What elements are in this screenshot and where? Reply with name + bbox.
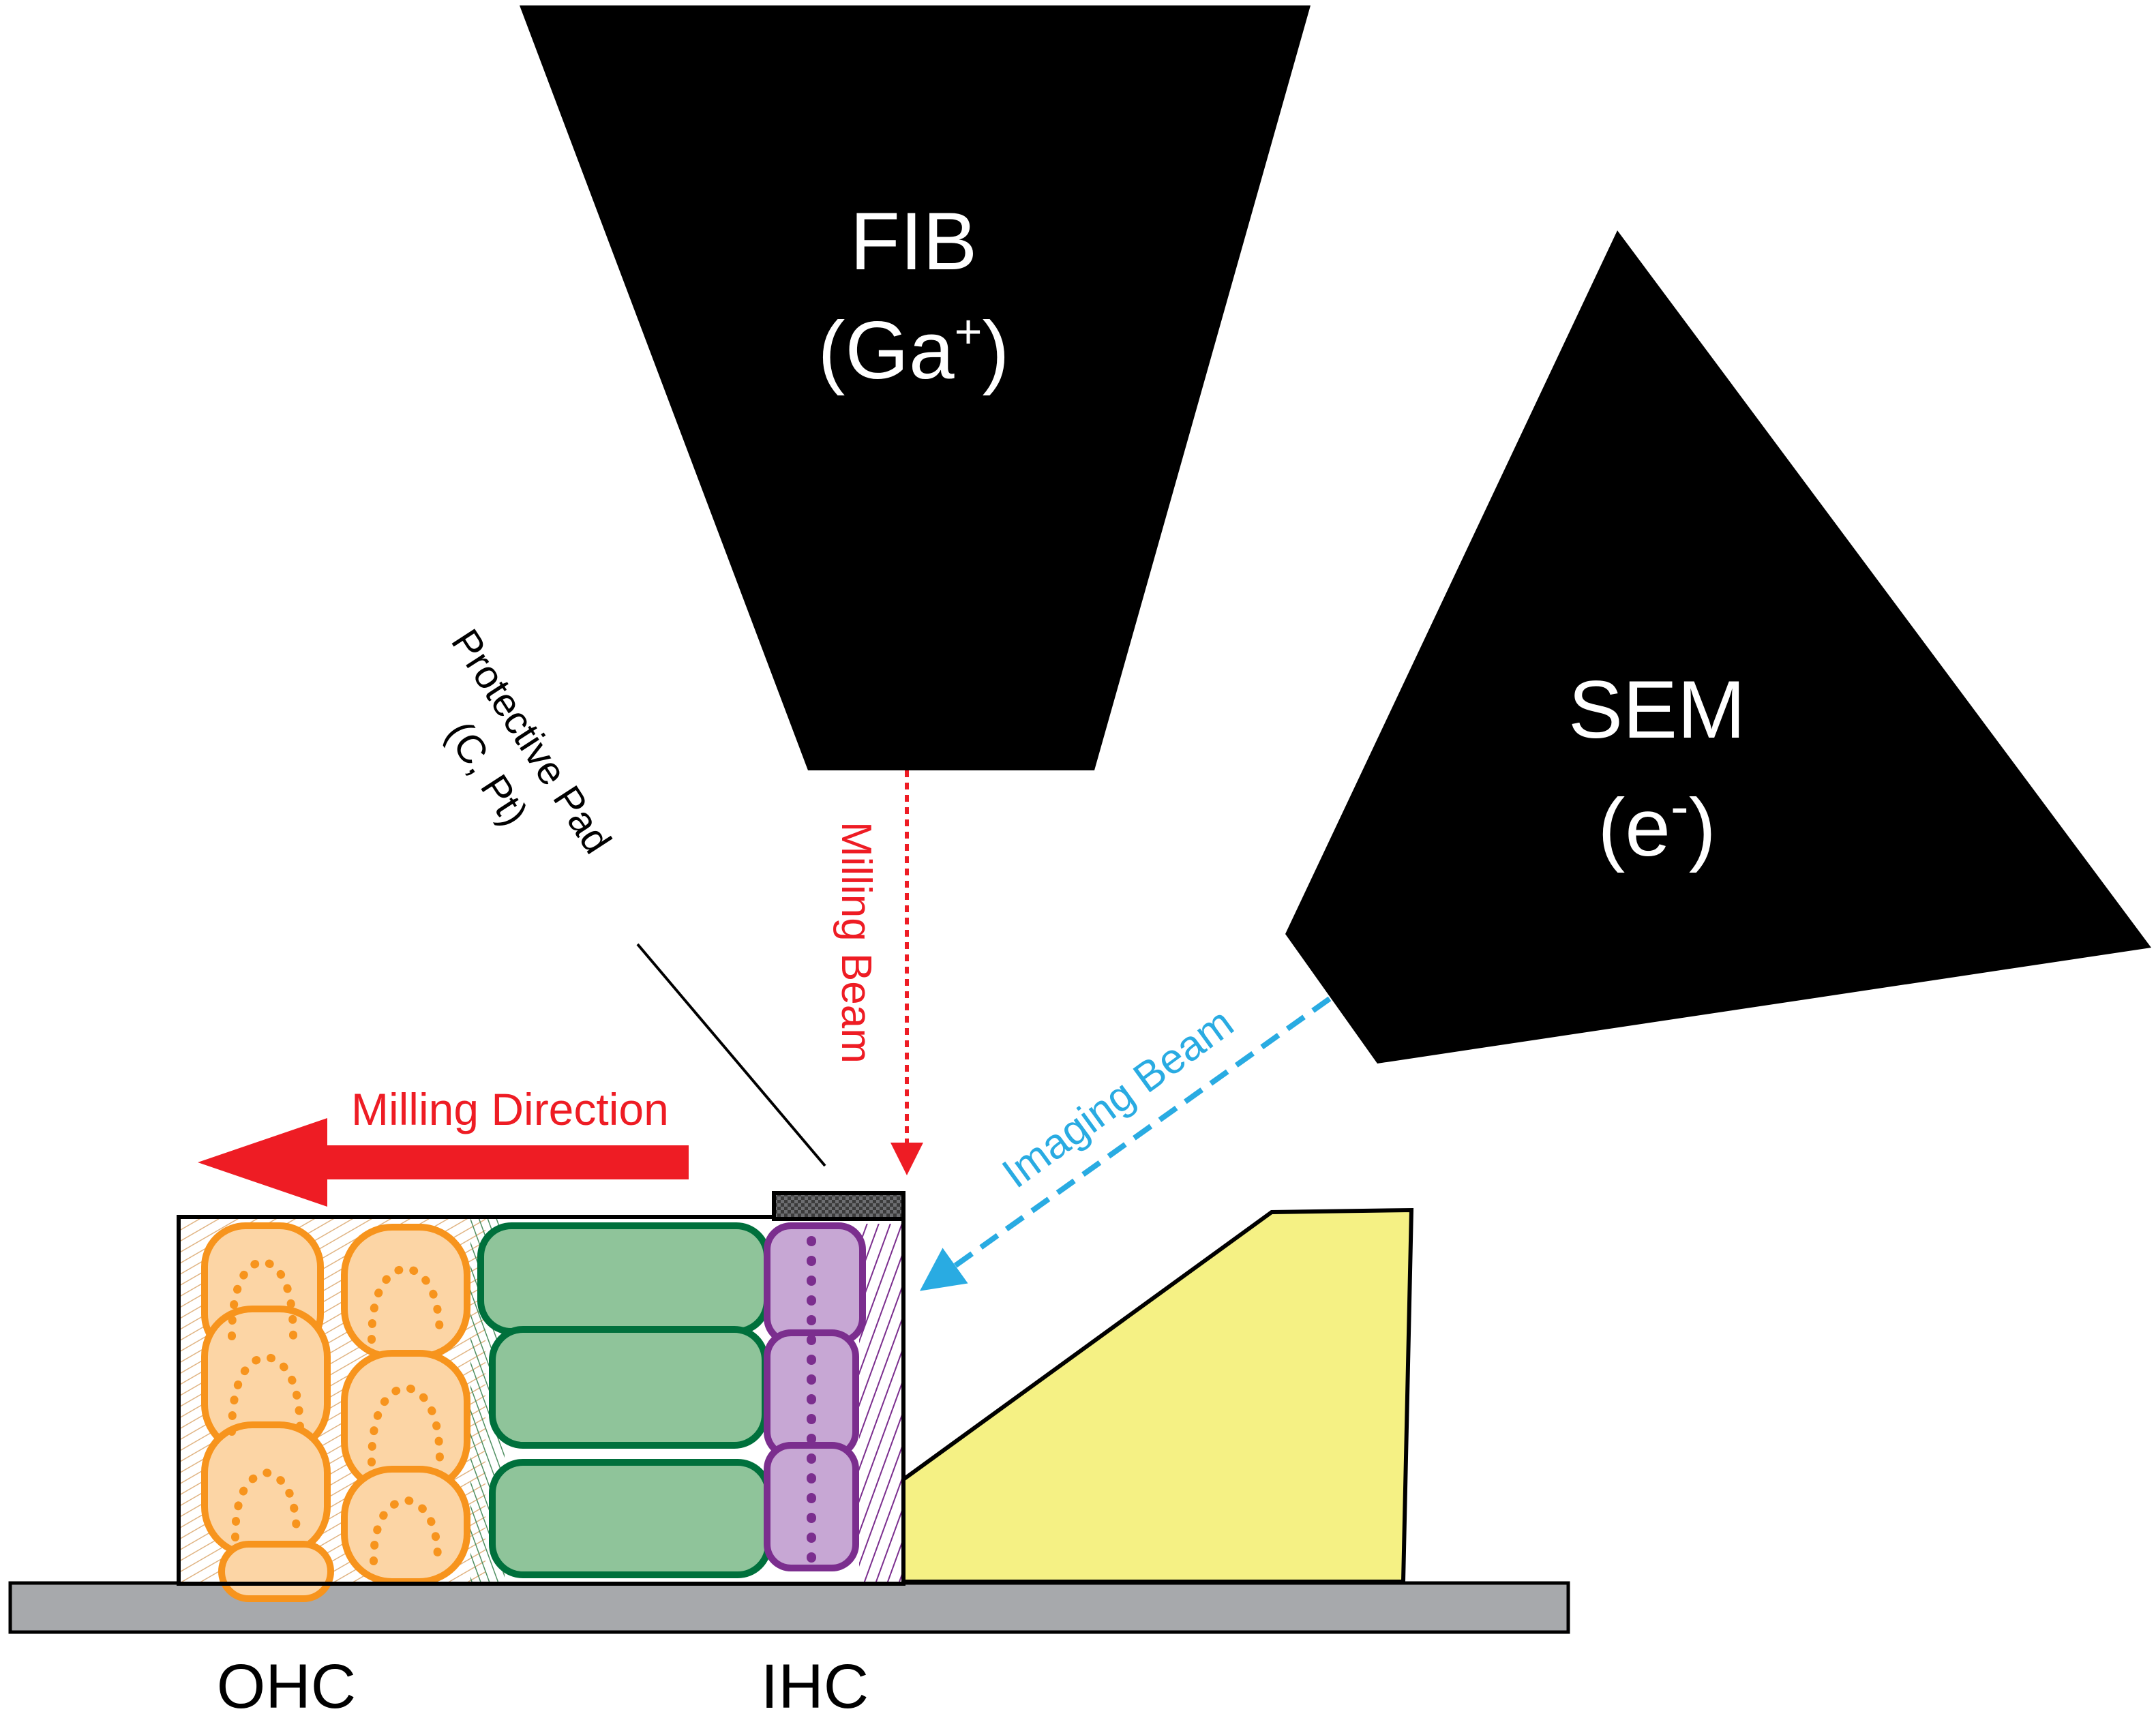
ohc-cells [201,1222,470,1602]
ihc-label: IHC [761,1652,869,1718]
fib-column [520,5,1311,770]
sem-column [1285,230,2151,1064]
milling-beam-label: Milling Beam [833,822,880,1064]
sem-electron-label: (e-) [1598,776,1716,873]
imaging-beam-line [919,996,1332,1291]
ohc-label: OHC [217,1652,356,1718]
ohc-nuclei [228,1256,444,1565]
fib-label: FIB [850,196,978,287]
milling-direction-arrow [198,1118,689,1207]
ihc-hatch-region [859,1224,901,1584]
pillar-cells [477,1222,772,1578]
milling-direction-label: Milling Direction [351,1084,669,1134]
limbus-region [901,1207,1414,1584]
protective-pad-leader [636,943,826,1167]
tissue-block [177,1215,905,1602]
sem-label: SEM [1568,664,1746,755]
fib-ion-label: (Ga+) [818,305,1010,396]
imaging-beam-label: Imaging Beam [994,999,1242,1198]
protective-pad [772,1191,905,1221]
